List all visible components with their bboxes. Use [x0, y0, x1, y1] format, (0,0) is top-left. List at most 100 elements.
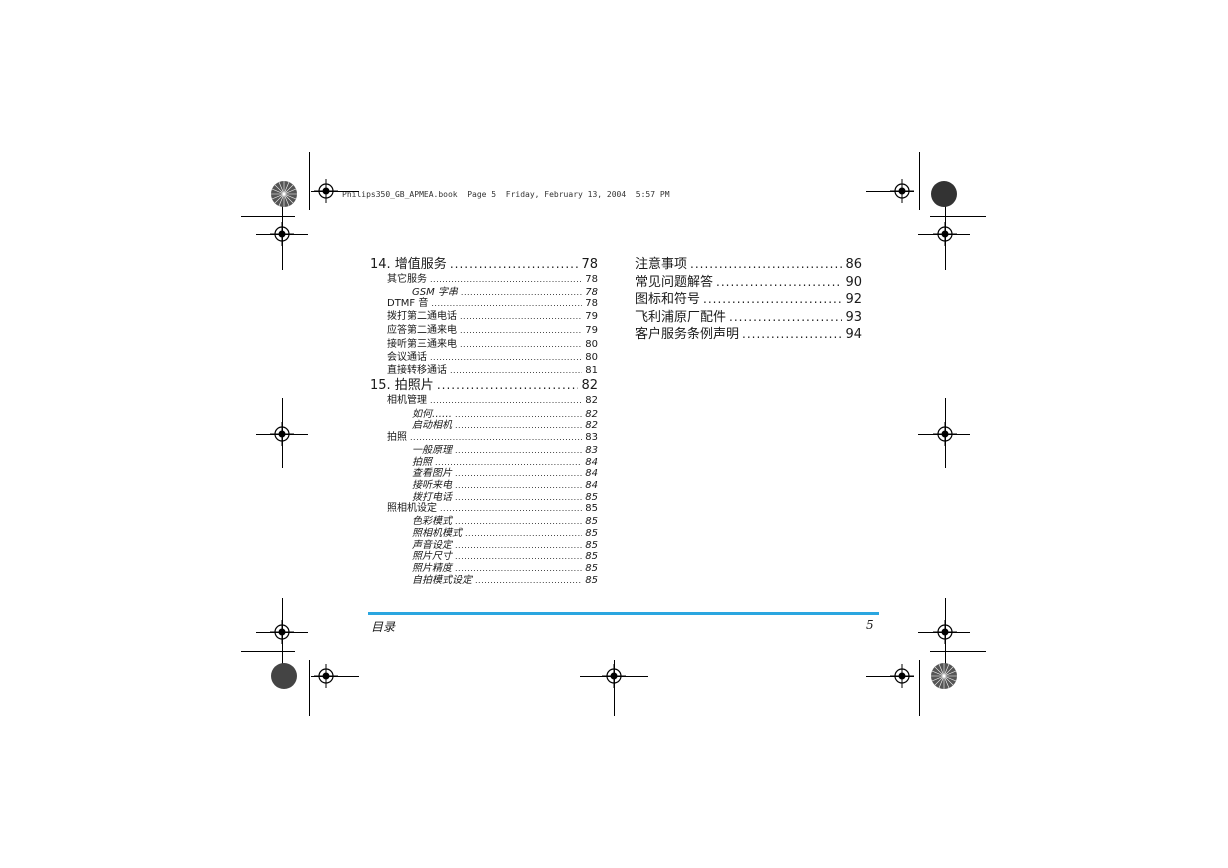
toc-entry[interactable]: 拍照 84	[412, 457, 598, 469]
toc-entry[interactable]: 声音设定 85	[412, 540, 598, 552]
toc-label: DTMF 音	[387, 298, 429, 309]
toc-label: 照相机设定	[387, 503, 437, 514]
toc-entry[interactable]: 自拍模式设定85	[412, 575, 598, 587]
registration-target-icon	[270, 222, 294, 246]
toc-page: 78	[585, 274, 598, 285]
crop-line	[309, 152, 310, 210]
toc-label: 常见问题解答	[635, 275, 714, 290]
toc-label: 直接转移通话	[387, 365, 447, 376]
toc-page: 85	[585, 563, 598, 574]
crop-line	[309, 660, 310, 716]
toc-page: 85	[585, 528, 598, 539]
registration-target-icon	[270, 422, 294, 446]
toc-page: 85	[585, 492, 598, 503]
print-header: Philips350_GB_APMEA.book Page 5 Friday, …	[342, 190, 670, 199]
toc-entry[interactable]: 查看图片84	[412, 468, 598, 480]
toc-label: 图标和符号	[635, 292, 701, 307]
toc-entry[interactable]: 照相机设定 85	[387, 503, 598, 515]
toc-label: 声音设定	[412, 540, 452, 551]
toc-page: 81	[585, 365, 598, 376]
registration-target-icon	[933, 222, 957, 246]
crop-line	[930, 216, 986, 217]
toc-entry[interactable]: DTMF 音 78	[387, 298, 598, 310]
toc-entry[interactable]: 色彩模式 85	[412, 516, 598, 528]
toc-entry[interactable]: 启动相机 82	[412, 420, 598, 432]
toc-entry[interactable]: GSM 字串78	[412, 287, 598, 299]
toc-label: 启动相机	[412, 420, 452, 431]
toc-entry[interactable]: 直接转移通话 81	[387, 365, 598, 377]
toc-label: 拍照	[412, 457, 432, 468]
toc-label: 会议通话	[387, 352, 427, 363]
toc-entry[interactable]: 接听第三通来电 80	[387, 339, 598, 351]
toc-entry-chapter[interactable]: 14. 增值服务78	[370, 256, 598, 272]
toc-label: 色彩模式	[412, 516, 452, 527]
registration-target-icon	[933, 422, 957, 446]
toc-entry-chapter[interactable]: 注意事项86	[635, 256, 862, 273]
toc-label: 接听来电	[412, 480, 452, 491]
toc-entry[interactable]: 应答第二通来电 79	[387, 325, 598, 337]
toc-page: 79	[585, 311, 598, 322]
toc-page: 84	[585, 457, 598, 468]
toc-entry-chapter[interactable]: 飞利浦原厂配件 93	[635, 309, 862, 326]
registration-target-icon	[314, 664, 338, 688]
toc-label: 照相机模式	[412, 528, 462, 539]
toc-page: 85	[585, 516, 598, 527]
toc-entry-chapter[interactable]: 客户服务条例声明 94	[635, 326, 862, 343]
toc-entry[interactable]: 照片精度 85	[412, 563, 598, 575]
footer-page-number: 5	[866, 618, 874, 632]
toc-label: 15. 拍照片	[370, 378, 434, 393]
toc-label: 如何……	[412, 409, 452, 420]
toc-page: 80	[585, 339, 598, 350]
toc-entry-chapter[interactable]: 图标和符号92	[635, 291, 862, 308]
toc-page: 78	[585, 298, 598, 309]
toc-entry[interactable]: 照相机模式 85	[412, 528, 598, 540]
toc-label: 客户服务条例声明	[635, 327, 740, 342]
crop-line	[614, 660, 615, 716]
registration-target-icon	[602, 664, 626, 688]
toc-label: 14. 增值服务	[370, 257, 447, 272]
toc-page: 82	[585, 420, 598, 431]
starburst-mark-icon	[930, 662, 958, 690]
toc-entry[interactable]: 拨打第二通电话79	[387, 311, 598, 323]
toc-page: 85	[585, 540, 598, 551]
toc-entry[interactable]: 如何……82	[412, 409, 598, 421]
toc-page: 83	[585, 432, 598, 443]
toc-entry[interactable]: 照片尺寸85	[412, 551, 598, 563]
toc-entry-chapter[interactable]: 15. 拍照片 82	[370, 377, 598, 393]
toc-page: 82	[585, 395, 598, 406]
crop-line	[241, 651, 295, 652]
registration-target-icon	[270, 620, 294, 644]
registration-target-icon	[314, 179, 338, 203]
registration-target-icon	[890, 664, 914, 688]
toc-label: 一般原理	[412, 445, 452, 456]
toc-label: 照片精度	[412, 563, 452, 574]
toc-page: 82	[581, 378, 598, 393]
footer-section-title: 目录	[371, 620, 396, 634]
toc-entry[interactable]: 拨打电话85	[412, 492, 598, 504]
toc-label: 其它服务	[387, 274, 427, 285]
toc-entry[interactable]: 接听来电 84	[412, 480, 598, 492]
toc-label: GSM 字串	[412, 287, 458, 298]
toc-label: 接听第三通来电	[387, 339, 457, 350]
starburst-mark-icon	[930, 180, 958, 208]
toc-label: 查看图片	[412, 468, 452, 479]
toc-entry[interactable]: 一般原理 83	[412, 445, 598, 457]
crop-line	[919, 660, 920, 716]
toc-page: 80	[585, 352, 598, 363]
toc-page: 93	[845, 310, 862, 325]
toc-label: 飞利浦原厂配件	[635, 310, 727, 325]
toc-page: 85	[585, 503, 598, 514]
toc-entry-chapter[interactable]: 常见问题解答90	[635, 274, 862, 291]
toc-entry[interactable]: 其它服务 78	[387, 274, 598, 286]
starburst-mark-icon	[270, 180, 298, 208]
toc-entry[interactable]: 相机管理 82	[387, 395, 598, 407]
toc-label: 应答第二通来电	[387, 325, 457, 336]
toc-page: 83	[585, 445, 598, 456]
toc-entry[interactable]: 会议通话 80	[387, 352, 598, 364]
crop-line	[919, 152, 920, 210]
toc-page: 94	[845, 327, 862, 342]
toc-page: 79	[585, 325, 598, 336]
toc-label: 相机管理	[387, 395, 427, 406]
toc-entry[interactable]: 拍照83	[387, 432, 598, 444]
toc-page: 84	[585, 480, 598, 491]
